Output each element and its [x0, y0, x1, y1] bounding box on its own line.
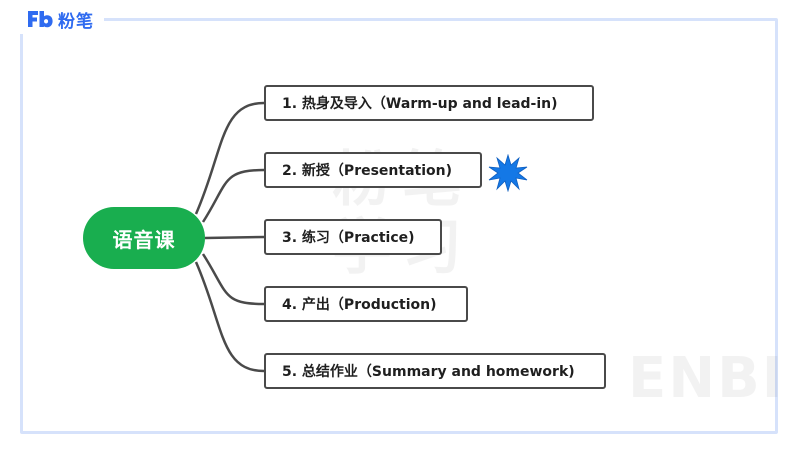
- connector-line-2: [201, 168, 265, 223]
- connector-line-1: [194, 101, 265, 215]
- branch-node-2: 2. 新授（Presentation): [264, 152, 482, 188]
- logo: 粉笔: [16, 4, 104, 34]
- connector-line-3: [204, 235, 265, 240]
- branch-node-1: 1. 热身及导入（Warm-up and lead-in): [264, 85, 594, 121]
- slide-frame: [20, 18, 778, 434]
- connector-line-4: [201, 253, 265, 306]
- branch-node-3: 3. 练习（Practice): [264, 219, 442, 255]
- fb-logo-icon: [28, 11, 53, 28]
- starburst-icon: [488, 154, 528, 192]
- connector-line-5: [194, 261, 265, 373]
- center-node: 语音课: [83, 207, 205, 269]
- branch-node-4: 4. 产出（Production): [264, 286, 468, 322]
- logo-text: 粉笔: [58, 11, 94, 32]
- branch-node-5: 5. 总结作业（Summary and homework): [264, 353, 606, 389]
